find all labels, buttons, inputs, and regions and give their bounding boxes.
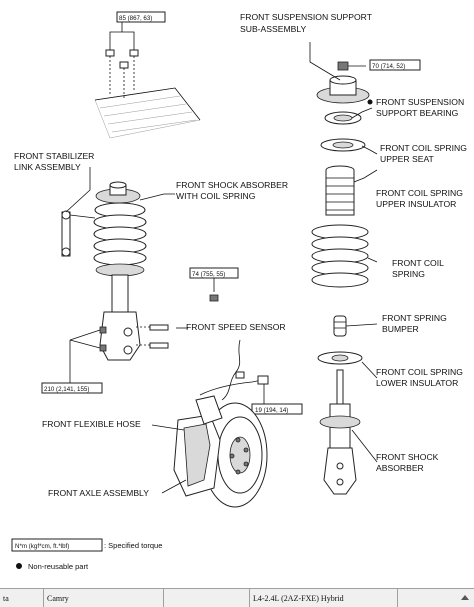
label-spring-bumper-1: FRONT SPRING bbox=[382, 313, 447, 323]
label-support-bearing-1: FRONT SUSPENSION bbox=[376, 97, 464, 107]
label-spring-bumper-2: BUMPER bbox=[382, 324, 419, 334]
torque-19-label: 19 (194, 14) bbox=[255, 407, 288, 414]
label-axle-assembly: FRONT AXLE ASSEMBLY bbox=[48, 488, 149, 498]
torque-210-label: 210 (2,141, 155) bbox=[44, 386, 89, 393]
support-bearing bbox=[324, 99, 373, 125]
status-cell-1: ta bbox=[0, 589, 44, 607]
upper-seat bbox=[320, 138, 366, 152]
spring-bumper bbox=[333, 315, 347, 337]
label-upper-insulator-1: FRONT COIL SPRING bbox=[376, 188, 463, 198]
label-lower-insulator-1: FRONT COIL SPRING bbox=[376, 367, 463, 377]
status-cell-empty bbox=[164, 589, 250, 607]
knuckle-bolts bbox=[99, 324, 169, 352]
part-labels: FRONT SUSPENSION SUPPORT SUB-ASSEMBLY FR… bbox=[14, 12, 467, 498]
torque-85-callout: 85 (867, 63) bbox=[109, 11, 166, 50]
body-panel bbox=[94, 87, 201, 139]
label-stabilizer-link-2: LINK ASSEMBLY bbox=[14, 162, 81, 172]
torque-85-label: 85 (867, 63) bbox=[119, 15, 152, 22]
label-support-subassembly-2: SUB-ASSEMBLY bbox=[240, 24, 306, 34]
label-lower-insulator-2: LOWER INSULATOR bbox=[376, 378, 458, 388]
torque-unit-box bbox=[11, 538, 103, 552]
status-cell-scroll[interactable] bbox=[398, 589, 469, 607]
torque-210-callout: 210 (2,141, 155) bbox=[41, 329, 103, 394]
label-stabilizer-link-1: FRONT STABILIZER bbox=[14, 151, 94, 161]
legend-torque-unit: N*m (kgf*cm, ft.*lbf) bbox=[15, 543, 69, 550]
support-nut: 70 (714, 52) bbox=[337, 59, 421, 71]
label-coil-spring-1: FRONT COIL bbox=[392, 258, 444, 268]
label-upper-seat-1: FRONT COIL SPRING bbox=[380, 143, 467, 153]
torque-74-callout: 74 (755, 55) bbox=[189, 267, 239, 302]
left-coil-spring bbox=[93, 202, 147, 277]
right-shock-absorber bbox=[319, 369, 361, 495]
label-upper-insulator-2: UPPER INSULATOR bbox=[376, 199, 456, 209]
label-support-bearing-2: SUPPORT BEARING bbox=[376, 108, 459, 118]
right-coil-spring bbox=[311, 224, 369, 288]
leader-lines bbox=[65, 42, 378, 494]
label-speed-sensor: FRONT SPEED SENSOR bbox=[186, 322, 286, 332]
torque-74-label: 74 (755, 55) bbox=[192, 271, 225, 278]
legend-nonreusable: Non-reusable part bbox=[28, 562, 89, 571]
legend-specified-torque: : Specified torque bbox=[104, 541, 162, 550]
left-strut-body bbox=[99, 274, 141, 361]
flexible-hose-bracket: 19 (194, 14) bbox=[199, 375, 303, 415]
label-shock-absorber-1: FRONT SHOCK bbox=[376, 452, 439, 462]
status-bar: ta Camry L4-2.4L (2AZ-FXE) Hybrid bbox=[0, 588, 474, 607]
stabilizer-link bbox=[61, 210, 96, 257]
front-axle-assembly-drawing bbox=[173, 395, 268, 508]
label-shock-with-spring-1: FRONT SHOCK ABSORBER bbox=[176, 180, 288, 190]
suspension-support bbox=[316, 75, 370, 104]
speed-sensor-wire bbox=[221, 339, 245, 401]
label-upper-seat-2: UPPER SEAT bbox=[380, 154, 435, 164]
label-shock-absorber-2: ABSORBER bbox=[376, 463, 424, 473]
lower-insulator bbox=[317, 351, 363, 365]
label-coil-spring-2: SPRING bbox=[392, 269, 425, 279]
status-cell-vehicle: Camry bbox=[44, 589, 164, 607]
upper-insulator-boot bbox=[325, 165, 355, 216]
scroll-arrow-icon bbox=[461, 595, 469, 600]
label-support-subassembly-1: FRONT SUSPENSION SUPPORT bbox=[240, 12, 373, 22]
legend: N*m (kgf*cm, ft.*lbf) : Specified torque… bbox=[11, 538, 162, 571]
status-cell-engine: L4-2.4L (2AZ-FXE) Hybrid bbox=[250, 589, 398, 607]
label-shock-with-spring-2: WITH COIL SPRING bbox=[176, 191, 256, 201]
label-flexible-hose: FRONT FLEXIBLE HOSE bbox=[42, 419, 141, 429]
nonreusable-bullet-icon bbox=[16, 563, 22, 569]
left-strut-top-mount bbox=[95, 181, 141, 204]
upper-mount-nuts bbox=[105, 49, 139, 100]
torque-70-label: 70 (714, 52) bbox=[372, 63, 405, 70]
